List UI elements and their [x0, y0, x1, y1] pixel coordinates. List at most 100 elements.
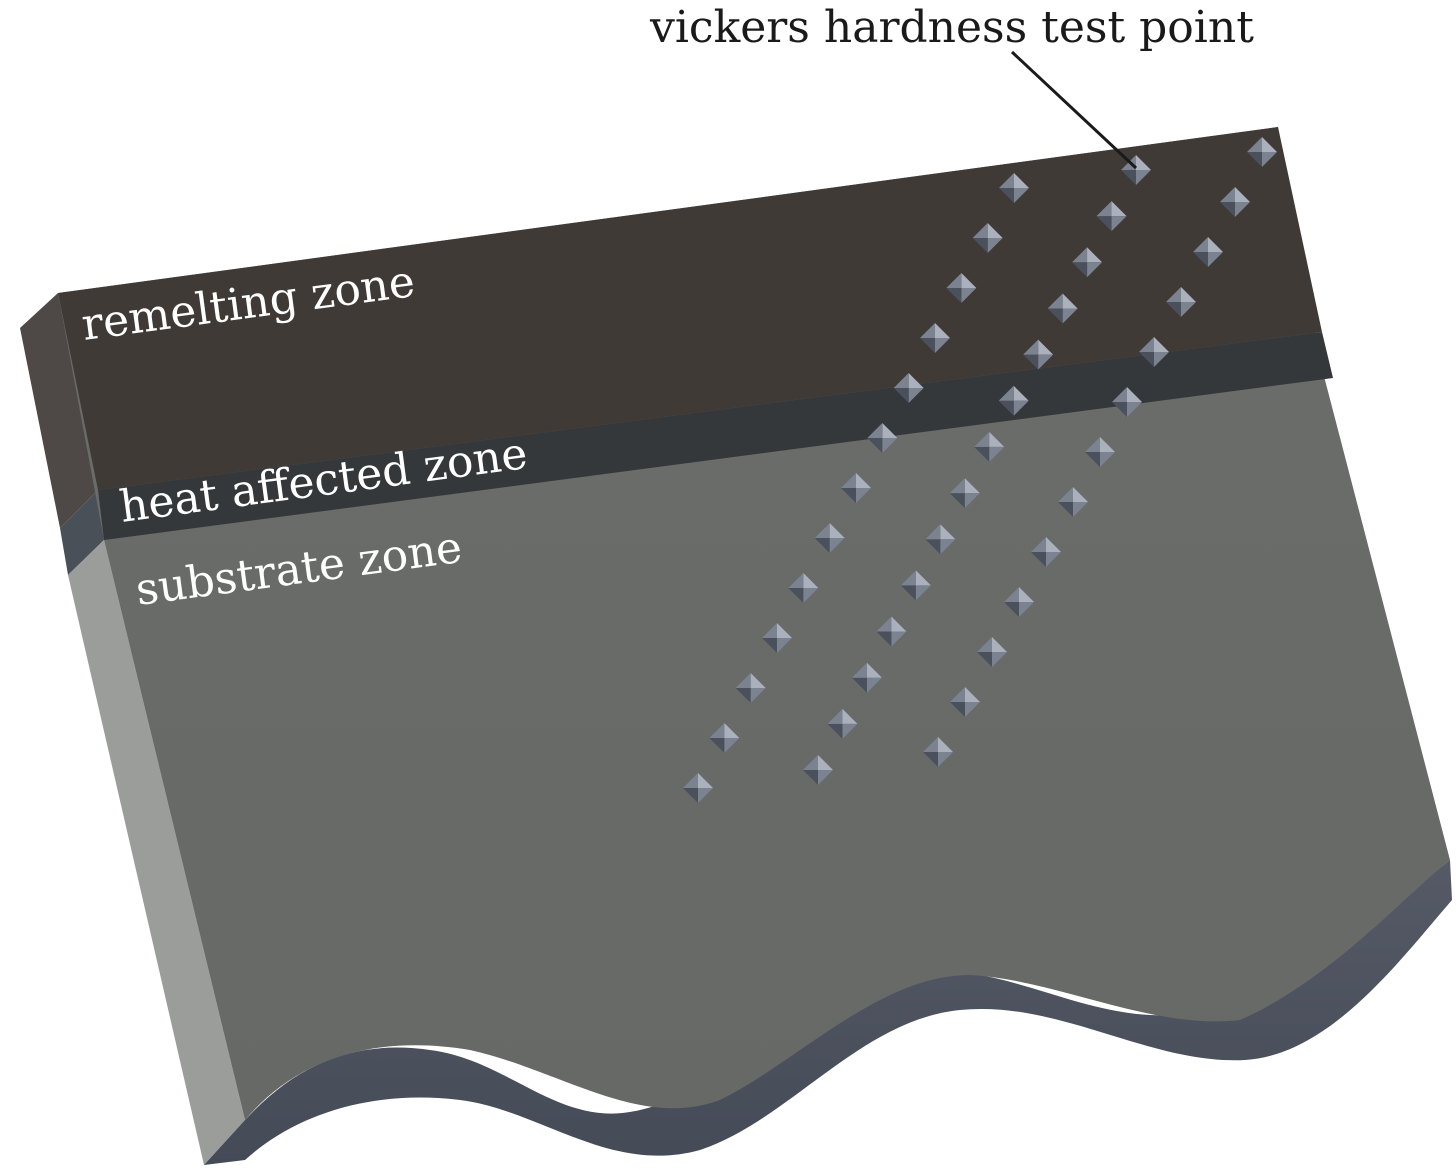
- indentation-facet: [1220, 202, 1235, 217]
- indentation-facet: [1031, 552, 1046, 567]
- indentation-facet: [893, 373, 909, 388]
- indentation-facet: [915, 570, 931, 586]
- vickers-indentation: [1047, 293, 1078, 324]
- indentation-facet: [1062, 293, 1078, 309]
- indentation-facet: [1193, 237, 1208, 252]
- indentation-facet: [1004, 587, 1019, 602]
- vickers-indentation: [867, 423, 898, 453]
- indentation-facet: [827, 708, 843, 724]
- indentation-facet: [698, 773, 713, 788]
- indentation-facet: [818, 755, 833, 770]
- vickers-indentation: [999, 173, 1029, 203]
- indentation-facet: [1111, 216, 1127, 232]
- indentation-facet: [1072, 262, 1088, 278]
- indentation-facet: [989, 446, 1005, 462]
- indentation-facet: [1087, 262, 1103, 278]
- indentation-facet: [814, 538, 830, 553]
- indentation-facet: [1121, 170, 1136, 185]
- indentation-facet: [938, 752, 953, 767]
- indentation-facet: [683, 788, 698, 803]
- indentation-facet: [938, 737, 953, 752]
- vickers-indentation: [920, 323, 950, 353]
- remelting-zone-side-face: [20, 293, 98, 528]
- indentation-facet: [1100, 452, 1115, 467]
- indentation-facet: [920, 338, 935, 353]
- indentation-facet: [841, 473, 856, 488]
- indentation-facet: [891, 616, 907, 632]
- indentation-facet: [1085, 437, 1100, 452]
- indentation-facet: [750, 688, 766, 703]
- indentation-facet: [1073, 502, 1088, 517]
- vickers-indentation: [1193, 237, 1223, 267]
- indentation-facet: [987, 223, 1003, 238]
- indentation-facet: [724, 723, 740, 738]
- indentation-facet: [965, 702, 980, 717]
- vickers-indentation: [803, 755, 833, 785]
- indentation-facet: [961, 273, 977, 288]
- indentation-facet: [803, 573, 819, 588]
- indentation-facet: [709, 738, 725, 753]
- indentation-facet: [1100, 437, 1115, 452]
- indentation-facet: [842, 708, 858, 724]
- indentation-facet: [803, 770, 818, 785]
- indentation-facet: [724, 738, 740, 753]
- indentation-facet: [949, 493, 965, 509]
- test-point-label: vickers hardness test point: [649, 2, 1254, 53]
- indentation-facet: [735, 673, 751, 688]
- indentation-facet: [1181, 302, 1196, 317]
- indentation-facet: [1193, 252, 1208, 267]
- indentation-facet: [891, 631, 907, 647]
- indentation-facet: [1096, 216, 1112, 232]
- indentation-facet: [961, 288, 977, 303]
- callout-leader-line: [1010, 50, 1138, 170]
- indentation-facet: [950, 702, 965, 717]
- indentation-facet: [1096, 201, 1112, 217]
- vickers-indentation: [841, 473, 871, 503]
- vickers-indentation: [1096, 201, 1127, 232]
- indentation-facet: [1136, 170, 1151, 185]
- indentation-facet: [866, 662, 882, 678]
- indentation-facet: [876, 631, 892, 647]
- indentation-facet: [925, 524, 941, 540]
- vickers-indentation: [1004, 587, 1034, 617]
- vickers-indentation: [1139, 337, 1169, 367]
- vickers-indentation: [946, 273, 977, 303]
- indentation-facet: [709, 723, 725, 738]
- indentation-facet: [1136, 155, 1151, 170]
- vickers-indentation: [977, 637, 1007, 667]
- indentation-facet: [998, 385, 1014, 401]
- indentation-facet: [882, 423, 898, 438]
- indentation-facet: [1087, 247, 1103, 263]
- indentation-facet: [851, 677, 867, 693]
- indentation-facet: [940, 524, 956, 540]
- indentation-facet: [856, 473, 871, 488]
- vickers-indentation: [1031, 537, 1061, 567]
- vickers-indentation: [1247, 137, 1277, 167]
- vickers-indentation: [893, 373, 924, 403]
- indentation-facet: [1112, 402, 1127, 417]
- vickers-indentation: [827, 708, 858, 739]
- indentation-facet: [974, 446, 990, 462]
- indentation-facet: [1047, 293, 1063, 309]
- vickers-indentation: [1023, 339, 1054, 370]
- indentation-facet: [1112, 387, 1127, 402]
- vickers-indentation: [683, 773, 713, 803]
- vickers-indentation: [972, 223, 1003, 253]
- indentation-facet: [788, 588, 804, 603]
- indentation-facet: [1139, 352, 1154, 367]
- vickers-indentation: [876, 616, 907, 647]
- indentation-facet: [1038, 339, 1054, 355]
- indentation-facet: [856, 488, 871, 503]
- vickers-indentation: [1220, 187, 1250, 217]
- indentation-facet: [867, 423, 883, 438]
- indentation-facet: [1013, 385, 1029, 401]
- indentation-facet: [977, 637, 992, 652]
- indentation-facet: [1023, 339, 1039, 355]
- indentation-facet: [698, 788, 713, 803]
- indentation-facet: [920, 323, 935, 338]
- vickers-indentation: [1058, 487, 1088, 517]
- vickers-indentation: [925, 524, 956, 555]
- indentation-facet: [972, 223, 988, 238]
- vickers-indentation: [900, 570, 931, 601]
- indentation-facet: [762, 623, 777, 638]
